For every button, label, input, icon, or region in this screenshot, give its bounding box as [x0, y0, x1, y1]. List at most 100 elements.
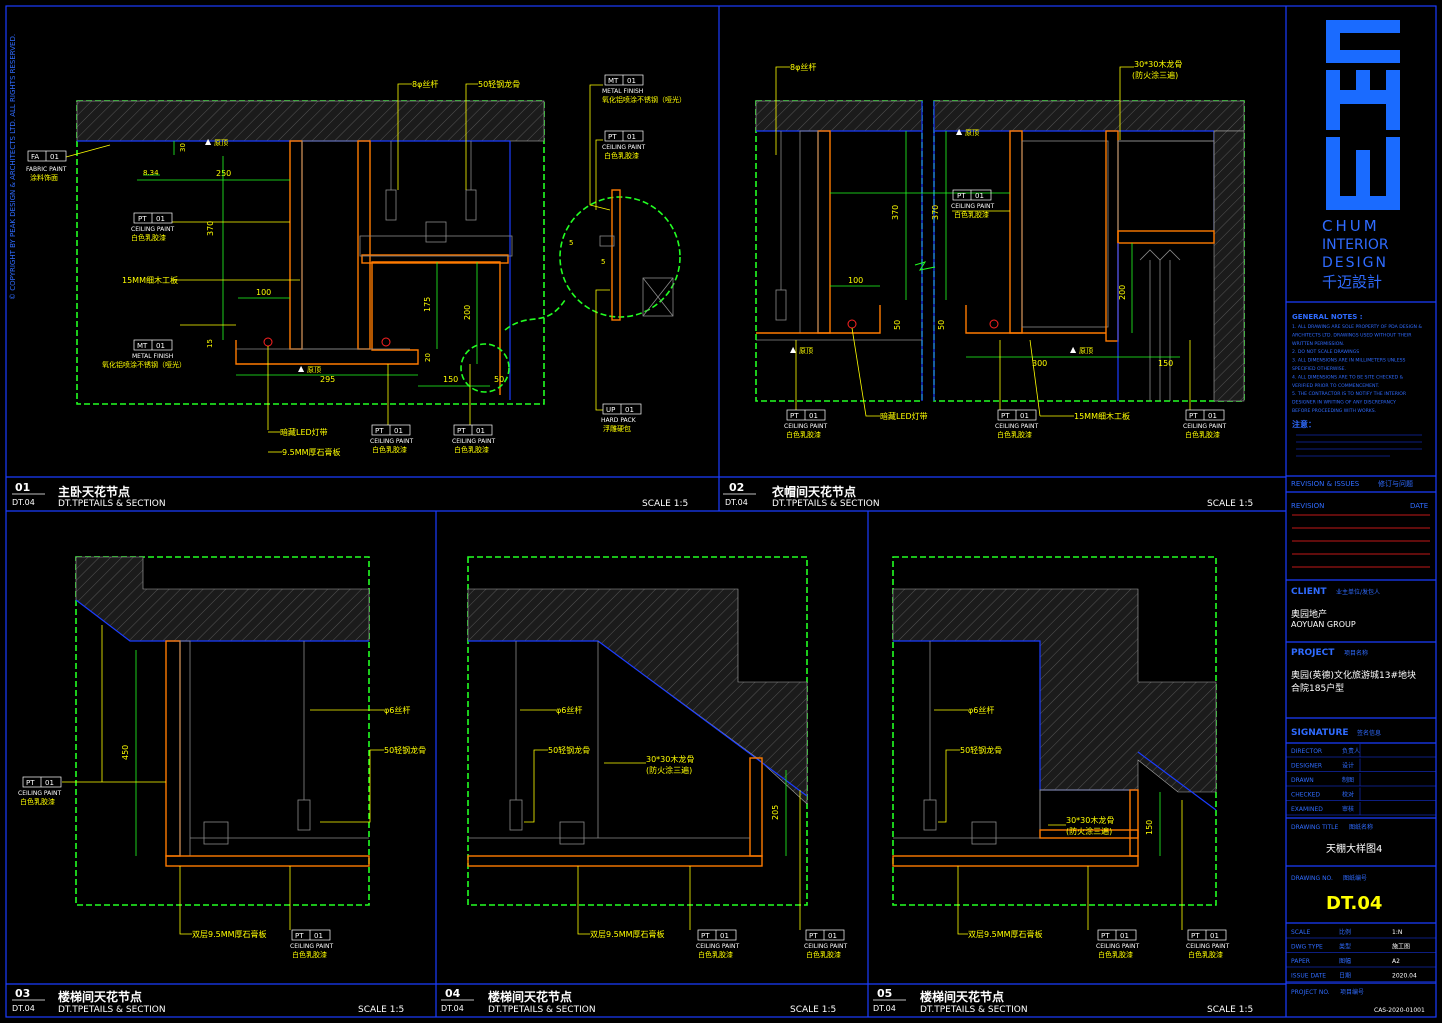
svg-text:CEILING PAINT: CEILING PAINT — [696, 943, 740, 950]
svg-text:主卧天花节点: 主卧天花节点 — [58, 484, 130, 499]
svg-text:01: 01 — [45, 779, 54, 787]
svg-text:双层9.5MM厚石膏板: 双层9.5MM厚石膏板 — [590, 929, 665, 939]
svg-text:01: 01 — [1020, 412, 1029, 420]
note-line: 3. ALL DIMENSIONS ARE IN MILLIMETERS UNL… — [1292, 358, 1406, 364]
svg-text:原顶: 原顶 — [307, 366, 321, 374]
title-strip-04: 04 DT.04 楼梯间天花节点 DT.TPETAILS & SECTION S… — [441, 987, 836, 1015]
svg-text:暗藏LED灯带: 暗藏LED灯带 — [880, 411, 928, 421]
detail-01: 250 370 100 175 200 295 150 50 30 8.34 1… — [26, 74, 686, 457]
meta-en: DWG TYPE — [1291, 944, 1323, 951]
svg-text:CAS-2020-01001: CAS-2020-01001 — [1374, 1007, 1425, 1014]
svg-text:REVISION: REVISION — [1291, 502, 1324, 510]
svg-text:原顶: 原顶 — [965, 129, 979, 137]
svg-text:暗藏LED灯带: 暗藏LED灯带 — [280, 427, 328, 437]
svg-text:氧化铝喷涂不锈钢（哑光）: 氧化铝喷涂不锈钢（哑光） — [102, 360, 186, 369]
meta-en: SCALE — [1291, 929, 1310, 936]
svg-text:01: 01 — [50, 153, 59, 161]
signature-role-cn: 校对 — [1342, 791, 1354, 799]
title-strip-01: 01 DT.04 主卧天花节点 DT.TPETAILS & SECTION SC… — [12, 481, 688, 509]
svg-text:浮雕硬包: 浮雕硬包 — [603, 424, 631, 433]
svg-text:▲: ▲ — [790, 345, 797, 354]
svg-text:SCALE 1:5: SCALE 1:5 — [358, 1005, 404, 1015]
note-line: 1. ALL DRAWING ARE SOLE PROPERTY OF PDA … — [1292, 324, 1422, 330]
svg-text:SCALE 1:5: SCALE 1:5 — [642, 499, 688, 509]
svg-text:GENERAL NOTES :: GENERAL NOTES : — [1292, 313, 1363, 321]
svg-text:15MM细木工板: 15MM细木工板 — [122, 275, 178, 285]
svg-text:50轻钢龙骨: 50轻钢龙骨 — [548, 745, 590, 755]
svg-text:CEILING PAINT: CEILING PAINT — [784, 423, 828, 430]
signature-role-cn: 负责人 — [1342, 747, 1360, 755]
svg-text:φ6丝杆: φ6丝杆 — [968, 705, 994, 715]
svg-text:01: 01 — [15, 481, 30, 494]
svg-text:CEILING PAINT: CEILING PAINT — [995, 423, 1039, 430]
svg-text:01: 01 — [720, 932, 729, 940]
svg-text:白色乳胶漆: 白色乳胶漆 — [372, 445, 407, 454]
svg-text:INTERIOR: INTERIOR — [1322, 237, 1389, 253]
svg-text:CEILING PAINT: CEILING PAINT — [452, 438, 496, 445]
svg-text:PT: PT — [1001, 412, 1010, 420]
svg-text:DRAWING NO.: DRAWING NO. — [1291, 875, 1333, 882]
title-strip-05: 05 DT.04 楼梯间天花节点 DT.TPETAILS & SECTION S… — [873, 987, 1253, 1015]
copyright-text: © COPYRIGHT BY PEAK DESIGN & ARCHITECTS … — [9, 34, 17, 300]
signature-role: CHECKED — [1291, 792, 1320, 799]
svg-text:CEILING PAINT: CEILING PAINT — [290, 943, 334, 950]
svg-text:楼梯间天花节点: 楼梯间天花节点 — [58, 989, 142, 1004]
svg-text:PT: PT — [295, 932, 304, 940]
svg-text:原顶: 原顶 — [799, 347, 813, 355]
svg-text:370: 370 — [206, 221, 215, 236]
meta-value: 施工图 — [1392, 943, 1410, 951]
svg-text:01: 01 — [625, 406, 634, 414]
svg-text:CEILING PAINT: CEILING PAINT — [1183, 423, 1227, 430]
svg-text:CEILING PAINT: CEILING PAINT — [951, 203, 995, 210]
svg-text:UP: UP — [606, 406, 615, 414]
svg-text:CEILING PAINT: CEILING PAINT — [1096, 943, 1140, 950]
svg-text:奥园地产: 奥园地产 — [1291, 608, 1327, 620]
svg-text:CEILING PAINT: CEILING PAINT — [18, 790, 62, 797]
svg-text:01: 01 — [1210, 932, 1219, 940]
note-line: 5. THE CONTRACTOR IS TO NOTIFY THE INTER… — [1292, 391, 1407, 397]
svg-text:01: 01 — [156, 342, 165, 350]
svg-text:370: 370 — [931, 205, 940, 220]
svg-text:30*30木龙骨: 30*30木龙骨 — [1066, 815, 1114, 825]
svg-text:50轻钢龙骨: 50轻钢龙骨 — [478, 79, 520, 89]
svg-text:氧化铝喷涂不锈钢（哑光）: 氧化铝喷涂不锈钢（哑光） — [602, 95, 686, 104]
svg-text:50轻钢龙骨: 50轻钢龙骨 — [384, 745, 426, 755]
svg-text:▲: ▲ — [1070, 345, 1077, 354]
svg-text:注意：: 注意： — [1292, 419, 1316, 429]
svg-text:▲: ▲ — [205, 137, 212, 146]
svg-text:DT.TPETAILS & SECTION: DT.TPETAILS & SECTION — [58, 499, 166, 509]
signature-role-cn: 制图 — [1342, 776, 1354, 784]
meta-value: A2 — [1392, 958, 1400, 965]
svg-text:9.5MM厚石膏板: 9.5MM厚石膏板 — [282, 447, 341, 457]
svg-text:白色乳胶漆: 白色乳胶漆 — [698, 950, 733, 959]
svg-text:▲: ▲ — [298, 364, 305, 373]
svg-text:PT: PT — [1191, 932, 1200, 940]
note-line: 4. ALL DIMENSIONS ARE TO BE SITE CHECKED… — [1292, 374, 1404, 380]
svg-text:METAL FINISH: METAL FINISH — [602, 88, 643, 95]
svg-text:FA: FA — [31, 153, 39, 161]
svg-text:楼梯间天花节点: 楼梯间天花节点 — [920, 989, 1004, 1004]
svg-text:100: 100 — [848, 276, 863, 285]
note-line: VERIFIED PRIOR TO COMMENCEMENT. — [1292, 383, 1379, 389]
svg-text:白色乳胶漆: 白色乳胶漆 — [604, 151, 639, 160]
svg-text:(防火涂三遍): (防火涂三遍) — [646, 765, 692, 775]
svg-text:DT.TPETAILS & SECTION: DT.TPETAILS & SECTION — [488, 1005, 596, 1015]
svg-text:PT: PT — [1189, 412, 1198, 420]
svg-text:50轻钢龙骨: 50轻钢龙骨 — [960, 745, 1002, 755]
svg-text:SCALE 1:5: SCALE 1:5 — [1207, 1005, 1253, 1015]
svg-text:04: 04 — [445, 987, 461, 1000]
svg-text:DT.04: DT.04 — [12, 498, 35, 507]
meta-en: ISSUE DATE — [1291, 973, 1326, 980]
title-block: CHUM INTERIOR DESIGN 千迈設計 GENERAL NOTES … — [1286, 20, 1436, 1014]
svg-text:▲: ▲ — [956, 127, 963, 136]
svg-text:DT.TPETAILS & SECTION: DT.TPETAILS & SECTION — [772, 499, 880, 509]
svg-text:白色乳胶漆: 白色乳胶漆 — [1188, 950, 1223, 959]
svg-text:REVISION & ISSUES: REVISION & ISSUES — [1291, 480, 1360, 488]
svg-text:295: 295 — [320, 375, 335, 384]
meta-value: 1:N — [1392, 929, 1402, 936]
svg-text:30*30木龙骨: 30*30木龙骨 — [1134, 59, 1182, 69]
svg-text:DT.04: DT.04 — [12, 1004, 35, 1013]
note-line: DESIGNER IN WRITING OF ANY DISCREPANCY — [1292, 400, 1396, 406]
svg-text:150: 150 — [443, 375, 458, 384]
svg-text:PT: PT — [138, 215, 147, 223]
